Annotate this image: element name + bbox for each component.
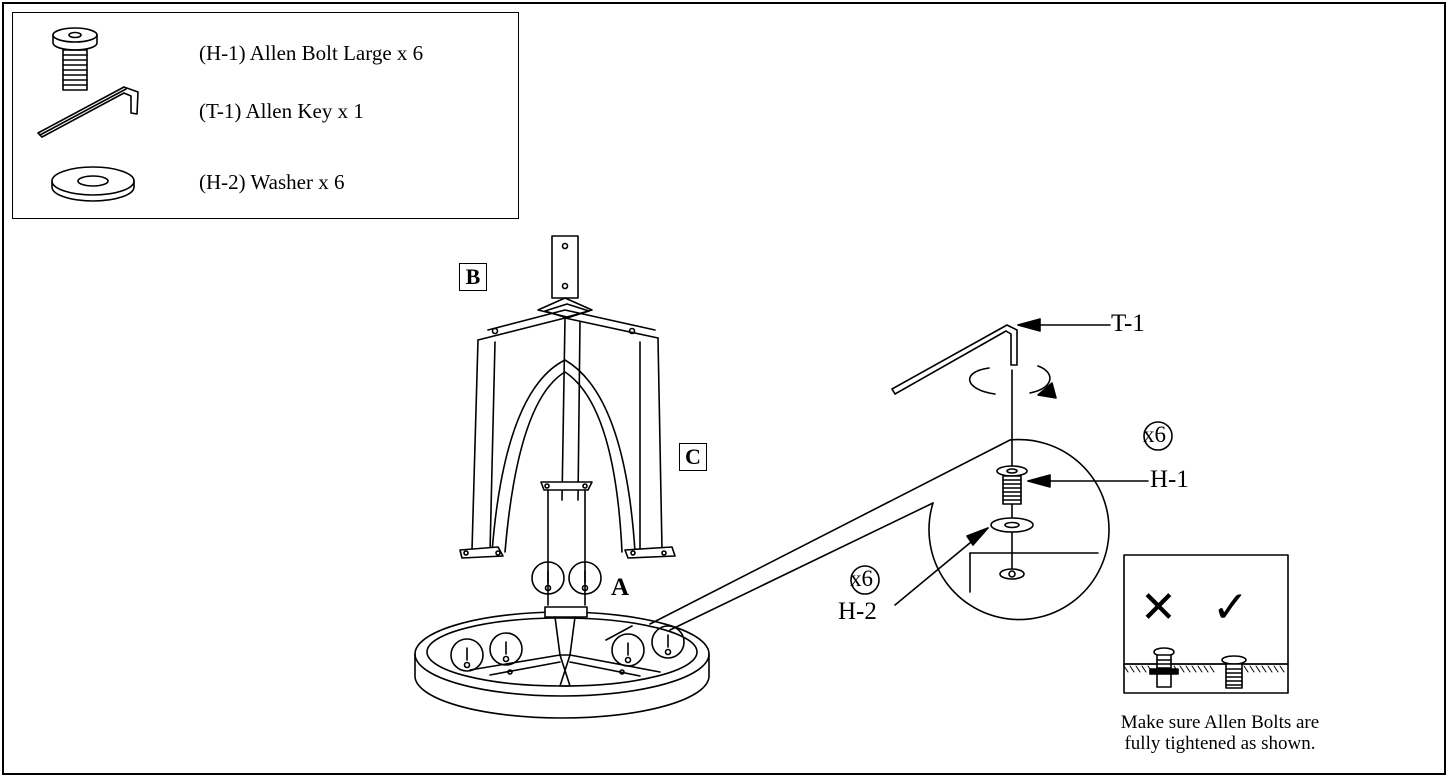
washer-icon: [51, 166, 135, 202]
part-label-h1: (H-1) Allen Bolt Large x 6: [199, 41, 424, 65]
tightening-note-line2: fully tightened as shown.: [1124, 733, 1316, 754]
allen-bolt-icon: [52, 27, 98, 91]
qty-label-bolt: x6: [1143, 422, 1166, 447]
tightening-note-line1: Make sure Allen Bolts are: [1120, 712, 1320, 733]
qty-circle-bolt: [1143, 421, 1173, 451]
part-letter-b: B: [459, 263, 487, 291]
wrong-mark-icon: ✕: [1140, 582, 1177, 633]
part-label-t1: (T-1) Allen Key x 1: [199, 99, 364, 123]
callout-label-h2: H-2: [838, 598, 877, 625]
part-letter-c: C: [679, 443, 707, 471]
qty-label-washer: x6: [850, 566, 873, 591]
part-label-h2: (H-2) Washer x 6: [199, 170, 345, 194]
allen-key-t1: [891, 324, 1057, 399]
callout-label-h1: H-1: [1150, 466, 1189, 493]
zoom-line-lower: [669, 502, 934, 631]
frame-part-b: [459, 235, 676, 606]
callout-label-t1: T-1: [1111, 310, 1145, 337]
qty-circle-washer: [850, 565, 880, 595]
tightening-note: Make sure Allen Bolts are fully tightene…: [1075, 712, 1365, 754]
allen-key-icon: [37, 86, 139, 138]
tightening-check-box: [1123, 554, 1289, 694]
base-ring-a: [414, 561, 710, 719]
zoom-line-upper: [649, 439, 1011, 625]
correct-mark-icon: ✓: [1212, 582, 1249, 633]
zoom-detail-circle: [928, 369, 1110, 621]
part-letter-a: A: [611, 574, 630, 601]
